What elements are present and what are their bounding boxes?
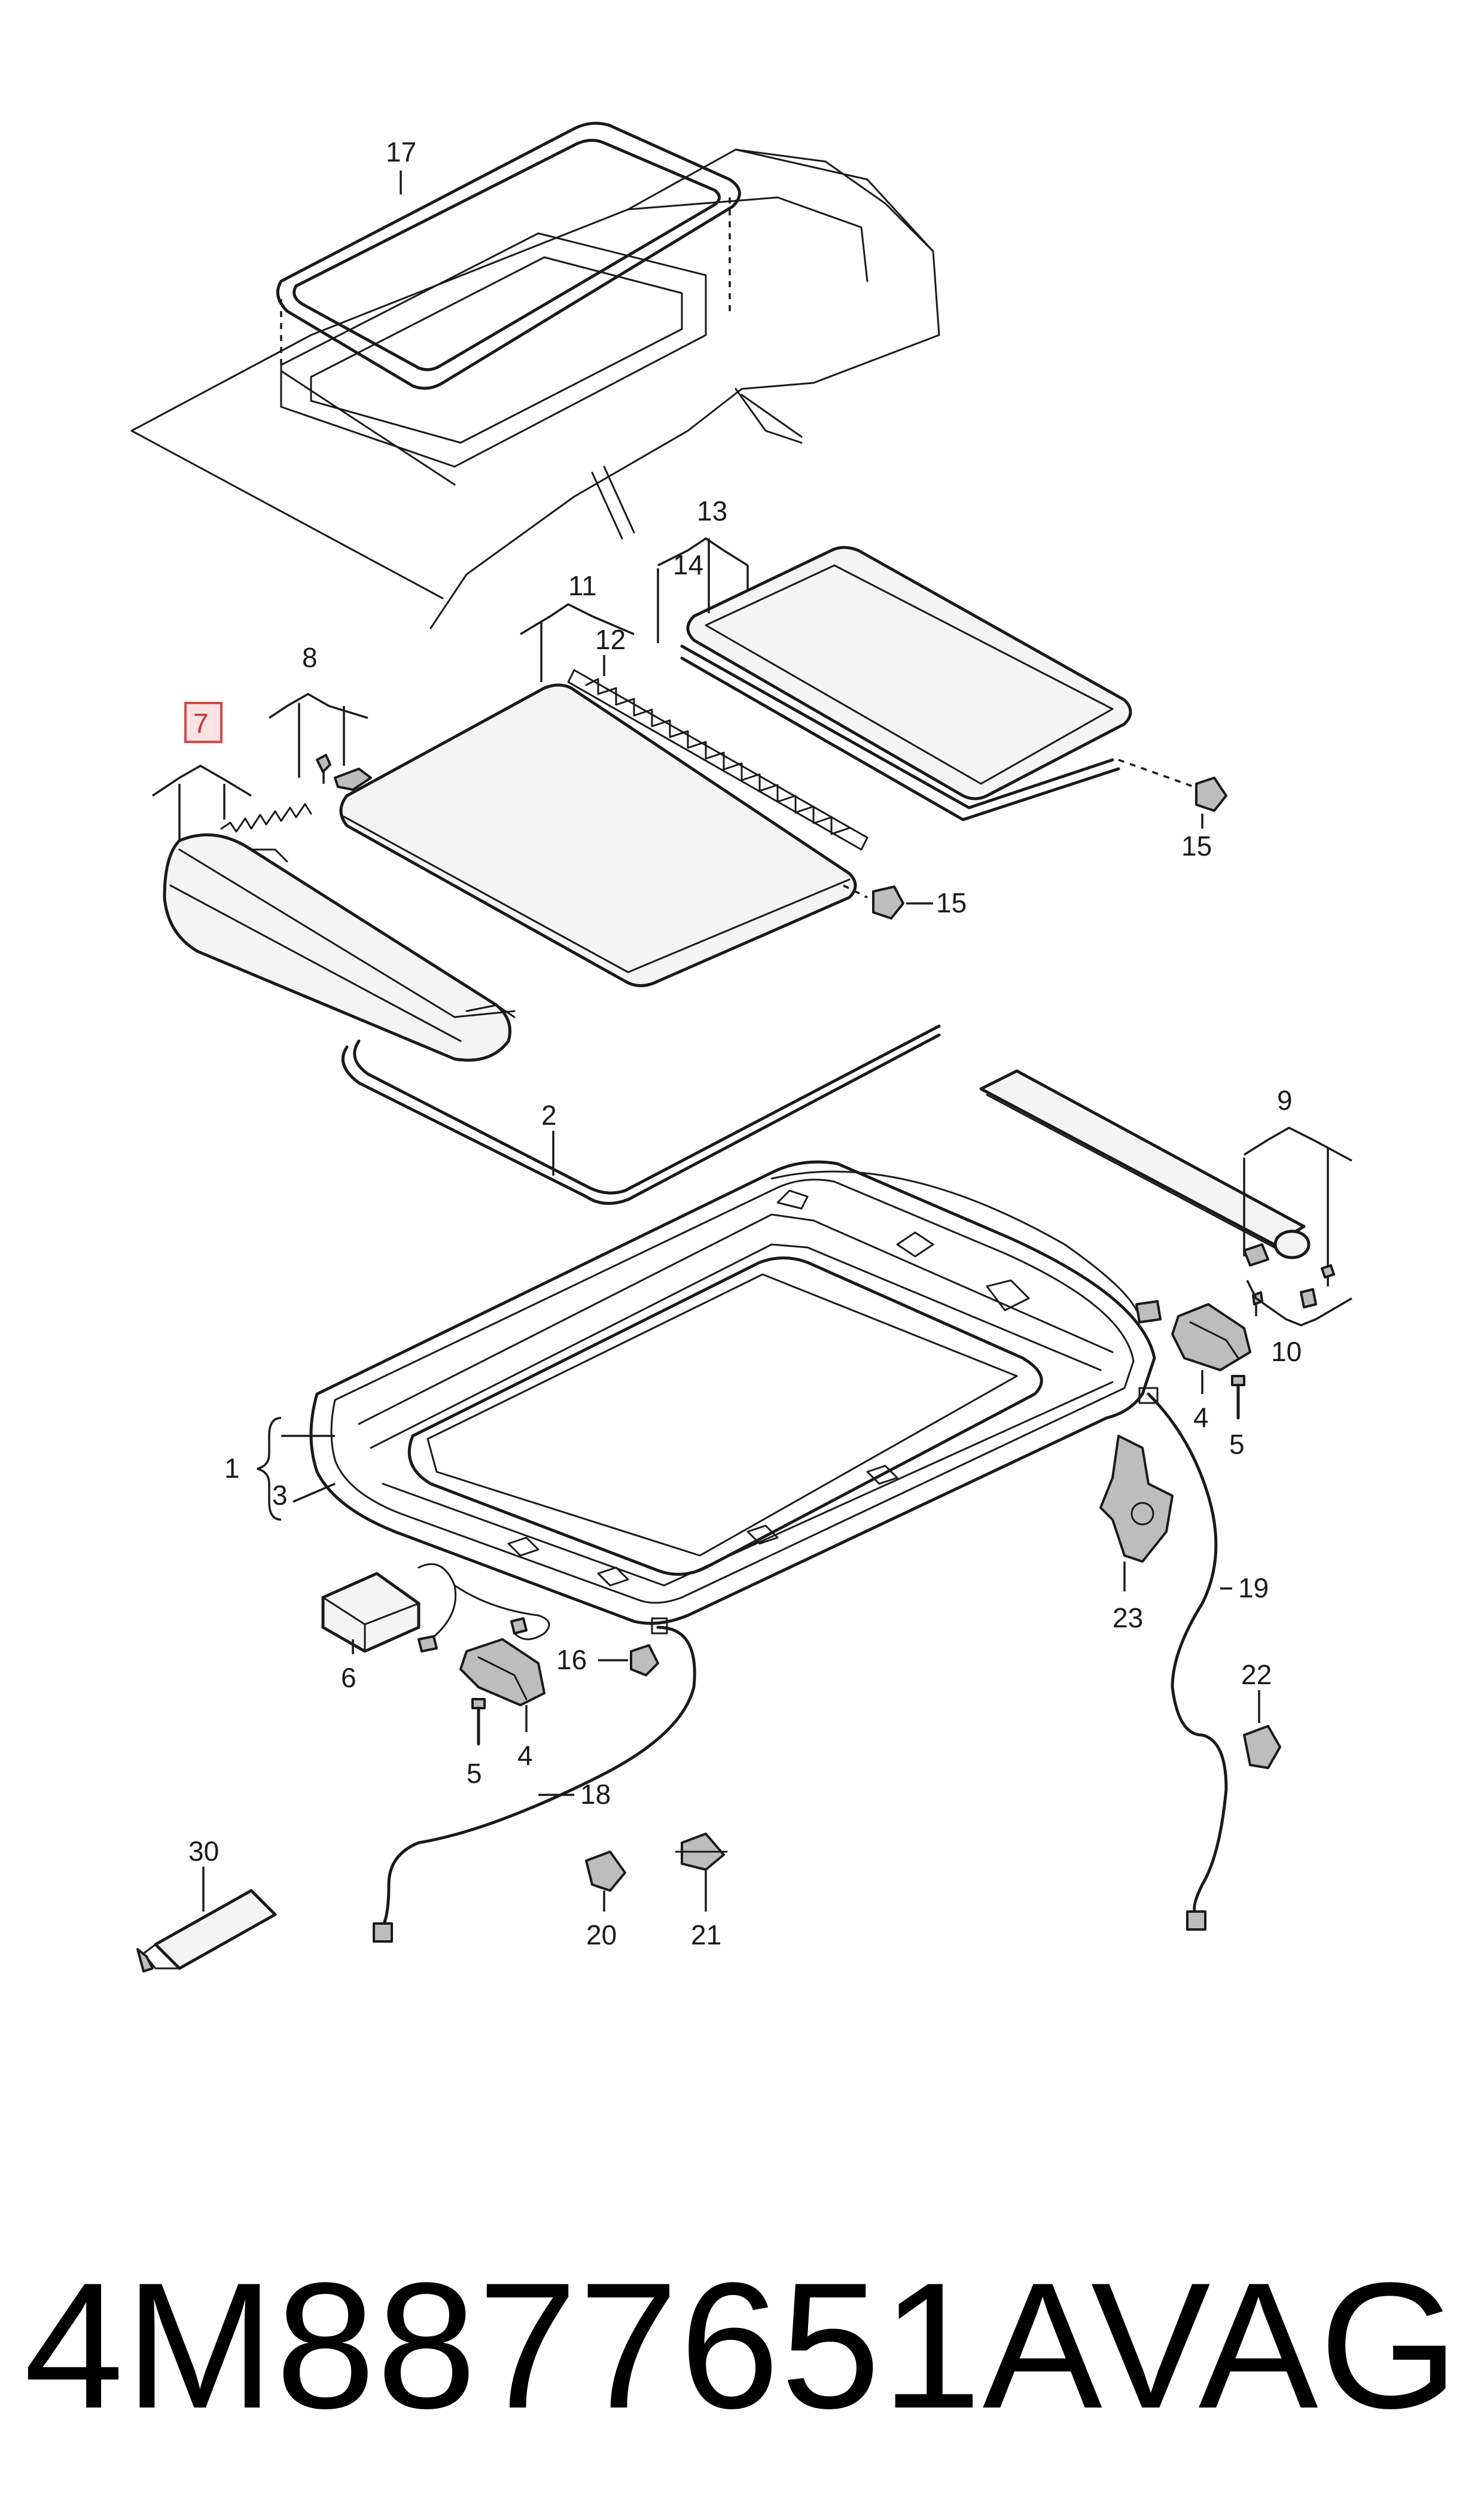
callout-8: 8 — [302, 642, 318, 673]
callout-16: 16 — [556, 1644, 587, 1675]
callout-17: 17 — [386, 136, 416, 168]
part-4-motor-right — [1171, 1303, 1251, 1394]
callout-5a: 5 — [1229, 1429, 1245, 1460]
leader-11-12 — [520, 602, 635, 682]
callout-23: 23 — [1113, 1602, 1143, 1633]
callout-4b: 4 — [517, 1740, 533, 1771]
part-21-clip — [675, 1833, 728, 1912]
callout-19: 19 — [1238, 1572, 1269, 1603]
callout-20: 20 — [586, 1919, 617, 1950]
part-8-mounting-clip — [269, 692, 372, 791]
callout-18: 18 — [580, 1779, 611, 1810]
callout-14: 14 — [673, 549, 703, 580]
callout-1: 1 — [224, 1453, 240, 1484]
callout-9: 9 — [1277, 1085, 1293, 1116]
callout-10: 10 — [1271, 1336, 1302, 1367]
callout-6: 6 — [341, 1662, 356, 1693]
part-5-screw-right — [1231, 1375, 1245, 1420]
leader-13-14 — [657, 537, 749, 643]
callout-3: 3 — [272, 1480, 288, 1511]
part-1-sunroof-frame — [309, 1160, 1162, 1625]
part-13-rear-glass-panel — [680, 546, 1132, 821]
part-19-drain-hose-right — [1138, 1387, 1232, 1931]
part-15-bolt-front — [843, 884, 933, 920]
callout-30: 30 — [188, 1836, 219, 1867]
callout-7-highlight-box — [184, 702, 223, 743]
part-11-front-glass-panel — [339, 683, 857, 987]
part-5-screw-left — [471, 1698, 486, 1746]
callout-4a: 4 — [1193, 1402, 1209, 1433]
leader-1-3 — [257, 1417, 336, 1521]
part-9-roller-blind — [979, 1069, 1311, 1267]
part-4-motor-left — [459, 1638, 546, 1732]
callout-11: 11 — [568, 570, 597, 601]
callout-21: 21 — [691, 1919, 721, 1950]
leader-7 — [152, 764, 252, 841]
brand-label: VAG — [1090, 2245, 1460, 2446]
part-7-wind-deflector — [163, 803, 516, 1062]
callout-12: 12 — [595, 624, 626, 655]
callout-15b: 15 — [936, 887, 967, 918]
callout-7: 7 — [193, 708, 209, 739]
part-18-drain-hose-left — [373, 1617, 696, 1943]
car-roof-outline — [130, 148, 940, 629]
part-23-drive-bracket — [1099, 1435, 1174, 1591]
leader-9-10 — [1243, 1127, 1352, 1326]
callout-2: 2 — [541, 1100, 557, 1131]
part-30-sealant-tube — [136, 1867, 277, 1973]
part-2-seal — [341, 1024, 941, 1205]
part-12-wind-deflector-strip — [567, 669, 869, 851]
callout-22: 22 — [1241, 1659, 1272, 1690]
part-17-seal-frame — [276, 121, 741, 390]
part-16-nut — [598, 1644, 659, 1676]
part-20-clip — [585, 1851, 626, 1912]
callout-15a: 15 — [1181, 830, 1212, 862]
part-number-label: 4M8877651A — [24, 2245, 1104, 2446]
callout-5b: 5 — [467, 1758, 482, 1789]
part-15-bolt-rear — [1118, 759, 1227, 829]
part-6-control-unit — [321, 1563, 550, 1654]
part-22-grommet — [1243, 1690, 1281, 1769]
callout-13: 13 — [697, 495, 727, 526]
